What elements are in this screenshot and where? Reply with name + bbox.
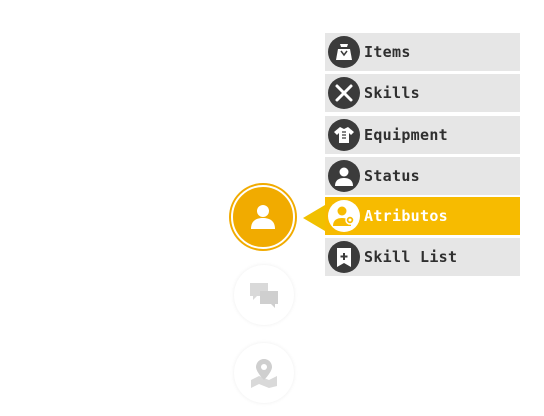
person-icon: [251, 205, 275, 229]
crossed-swords-icon: [328, 77, 360, 109]
map-menu-button[interactable]: [234, 343, 294, 403]
selection-pointer: [303, 205, 325, 231]
menu-item-skills[interactable]: Skills: [325, 74, 520, 112]
menu-item-items[interactable]: Items: [325, 33, 520, 71]
menu-item-equipment[interactable]: Equipment: [325, 116, 520, 154]
armor-icon: [328, 119, 360, 151]
person-icon: [328, 160, 360, 192]
menu-item-status[interactable]: Status: [325, 157, 520, 195]
character-menu-button[interactable]: [231, 185, 295, 249]
map-pin-icon: [251, 359, 277, 388]
menu-item-atributos[interactable]: Atributos: [325, 197, 520, 235]
chat-bubbles-icon: [250, 283, 278, 308]
menu-item-label: Skills: [364, 84, 420, 102]
menu-item-label: Status: [364, 167, 420, 185]
person-gear-icon: [328, 200, 360, 232]
bag-icon: [328, 36, 360, 68]
chat-menu-button[interactable]: [234, 265, 294, 325]
menu-item-label: Items: [364, 43, 411, 61]
menu-item-label: Skill List: [364, 248, 458, 266]
bookmark-plus-icon: [328, 241, 360, 273]
menu-item-skill-list[interactable]: Skill List: [325, 238, 520, 276]
menu-item-label: Atributos: [364, 207, 448, 225]
menu-item-label: Equipment: [364, 126, 448, 144]
